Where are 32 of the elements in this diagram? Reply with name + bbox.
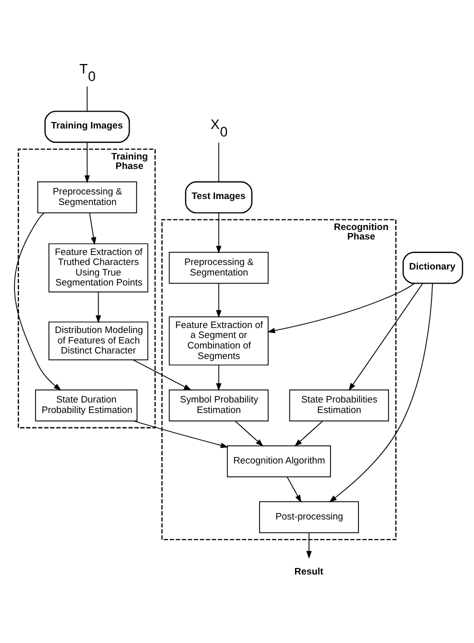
arrow	[84, 142, 90, 183]
arrow	[216, 282, 222, 318]
arrow	[14, 212, 62, 390]
arrow	[348, 282, 424, 390]
arrow	[216, 364, 222, 391]
node-box: Preprocessing & Segmentation	[168, 251, 269, 284]
connector	[218, 142, 220, 182]
node-box: State Duration Probability Estimation	[35, 389, 138, 421]
node-box: Distribution Modeling of Features of Each Distinct Character	[48, 321, 148, 360]
arrow	[294, 420, 324, 446]
arrow	[286, 476, 302, 502]
node-box: Symbol Probability Estimation	[168, 389, 269, 421]
node-box: Preprocessing & Segmentation	[37, 180, 138, 213]
node-box: Dictionary	[402, 251, 464, 284]
node-text: Result	[294, 566, 324, 578]
node-box: Feature Extraction of Truthed Characters Using True Segmentation Points	[48, 242, 148, 292]
arrow	[216, 212, 222, 254]
arrow	[89, 212, 96, 244]
arrow	[96, 291, 102, 323]
node-box: Post-processing	[259, 500, 359, 533]
arrow	[133, 420, 228, 448]
node-box: Recognition Algorithm	[226, 444, 331, 477]
arrow	[306, 532, 312, 558]
node-box: Feature Extraction of a Segment or Combination of Segments	[168, 316, 269, 365]
arrow	[267, 282, 415, 333]
arrow	[234, 420, 264, 446]
node-box: State Probabilities Estimation	[289, 389, 389, 421]
arrow	[329, 282, 433, 502]
arrow	[132, 359, 192, 390]
node-box: Test Images	[185, 180, 252, 213]
node-box: Training Images	[44, 110, 130, 142]
connector	[86, 86, 88, 112]
